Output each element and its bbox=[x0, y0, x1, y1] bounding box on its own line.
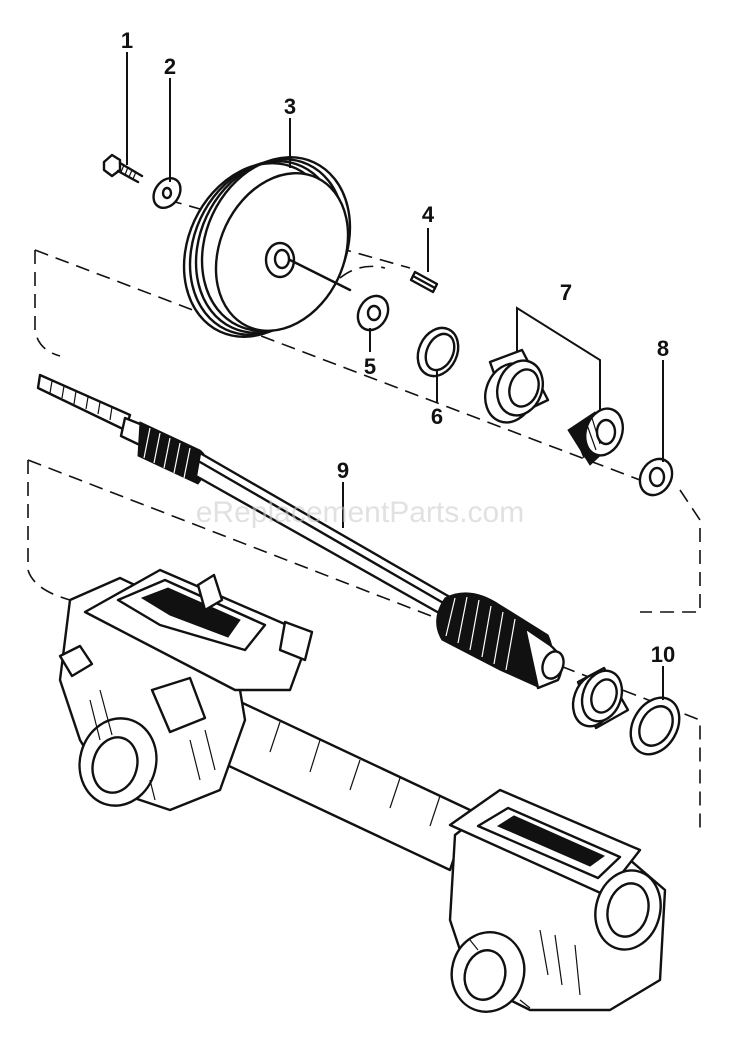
callout-10: 10 bbox=[651, 642, 675, 667]
callout-7: 7 bbox=[560, 280, 572, 305]
upper-dashed-frame bbox=[34, 199, 701, 613]
washer-part-2 bbox=[152, 176, 182, 210]
callout-1: 1 bbox=[121, 28, 133, 53]
bolt-part-1 bbox=[102, 153, 144, 184]
snap-ring-part-6 bbox=[416, 326, 460, 378]
callout-3: 3 bbox=[284, 94, 296, 119]
callout-8: 8 bbox=[657, 336, 669, 361]
callout-2: 2 bbox=[164, 54, 176, 79]
callout-6: 6 bbox=[431, 404, 443, 429]
washer-part-8 bbox=[638, 457, 674, 497]
worm-shaft-part-9 bbox=[36, 373, 565, 690]
lower-dashed-frame bbox=[27, 459, 701, 830]
pulley-part-3 bbox=[182, 156, 352, 338]
gear-housing bbox=[58, 568, 667, 1013]
key-part-4 bbox=[409, 270, 439, 294]
callout-4: 4 bbox=[422, 202, 435, 227]
bearing-part-7 bbox=[484, 348, 625, 466]
bracket-part-7 bbox=[516, 306, 601, 410]
callout-9: 9 bbox=[337, 458, 349, 483]
watermark: eReplacementParts.com bbox=[196, 496, 524, 529]
callout-5: 5 bbox=[364, 354, 376, 379]
washer-part-10 bbox=[629, 696, 681, 756]
leader-lines bbox=[126, 52, 664, 700]
washer-part-5 bbox=[356, 294, 390, 332]
bearing-cup bbox=[571, 666, 630, 730]
callout-labels: 1 2 3 4 5 6 7 8 9 10 bbox=[121, 28, 675, 667]
